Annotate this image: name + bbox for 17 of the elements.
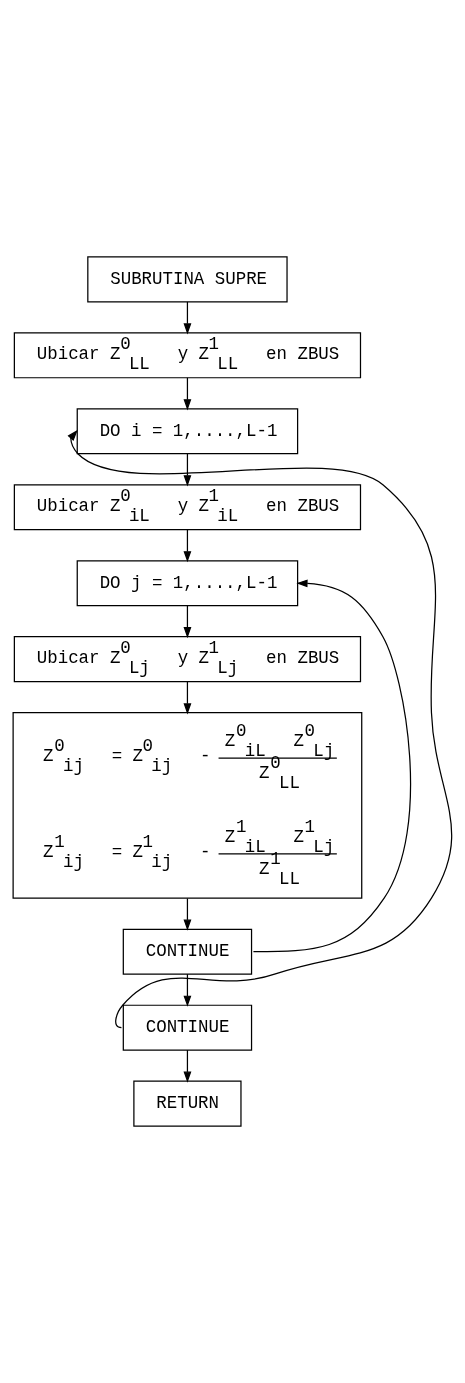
arrow — [183, 301, 192, 335]
node-box: RETURN — [133, 1080, 242, 1127]
node-box: SUBRUTINA SUPRE — [87, 256, 288, 303]
arrow — [183, 897, 192, 931]
arrow — [252, 579, 412, 953]
node-box: DO i = 1,....,L-1 — [76, 408, 299, 455]
arrow — [183, 973, 192, 1007]
arrow — [183, 1049, 192, 1083]
arrow — [67, 429, 453, 1029]
arrow — [183, 605, 192, 639]
arrow — [183, 453, 192, 487]
arrow — [183, 529, 192, 563]
arrow — [183, 680, 192, 715]
node-box: DO j = 1,....,L-1 — [76, 560, 299, 607]
node-box: CONTINUE — [122, 1004, 253, 1051]
arrow — [183, 377, 192, 411]
node-box: CONTINUE — [122, 928, 253, 975]
